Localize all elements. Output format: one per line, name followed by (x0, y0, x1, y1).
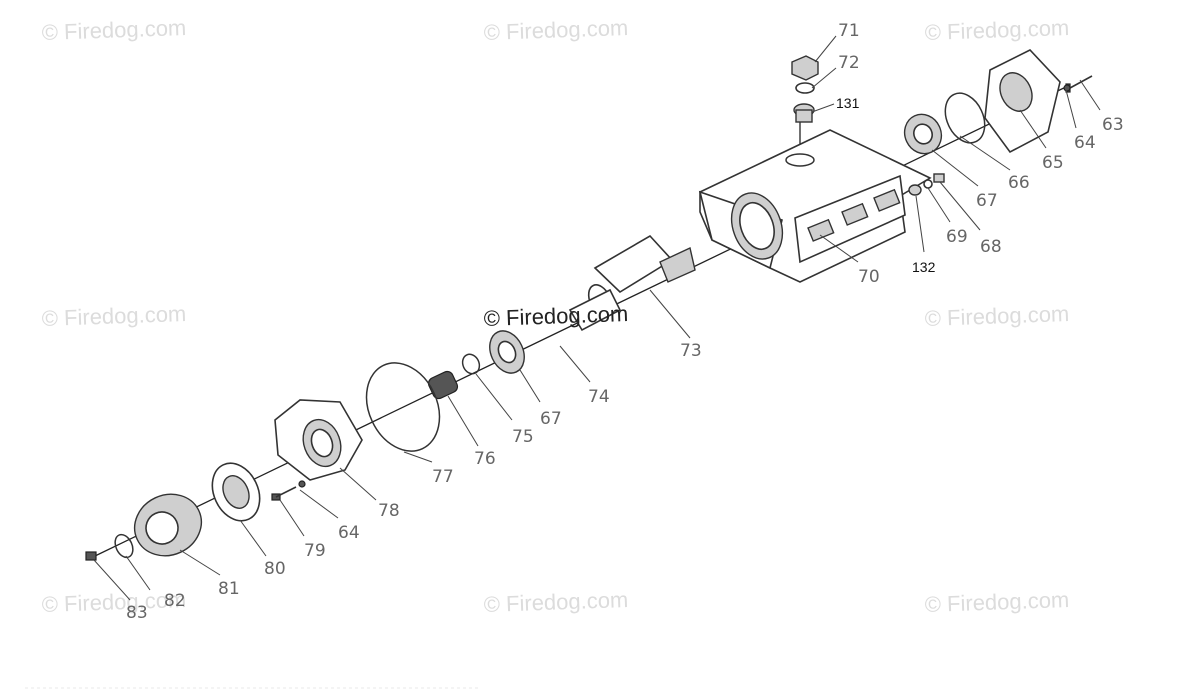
gear-housing (698, 129, 932, 283)
callout-66: 66 (1008, 173, 1030, 193)
callout-63: 63 (1102, 115, 1124, 135)
watermark: © Firedog.com (483, 587, 628, 617)
watermark: © Firedog.com (41, 301, 186, 331)
callout-64: 64 (1074, 133, 1096, 153)
callout-69: 69 (946, 227, 968, 247)
top-plug-parts (791, 55, 819, 123)
callout-83: 83 (126, 603, 148, 623)
callout-numbers: 71 72 131 63 64 65 66 67 68 69 132 70 73… (126, 21, 1124, 623)
right-end-parts (903, 49, 1093, 196)
callout-77: 77 (432, 467, 454, 487)
callout-131: 131 (836, 95, 860, 111)
callout-81: 81 (218, 579, 240, 599)
watermark: © Firedog.com (483, 15, 628, 45)
callout-71: 71 (838, 21, 860, 41)
callout-73: 73 (680, 341, 702, 361)
callout-74: 74 (588, 387, 610, 407)
leader-lines (93, 35, 1101, 601)
watermark: © Firedog.com (41, 15, 186, 45)
watermark: © Firedog.com (924, 15, 1069, 45)
watermark: © Firedog.com (924, 587, 1069, 617)
callout-68: 68 (980, 237, 1002, 257)
callout-70: 70 (858, 267, 880, 287)
callout-132: 132 (912, 259, 936, 275)
watermark-center: © Firedog.com (483, 301, 628, 331)
watermark: © Firedog.com (41, 587, 186, 617)
callout-79: 79 (304, 541, 326, 561)
callout-82: 82 (164, 591, 186, 611)
left-end-parts (85, 330, 525, 561)
callout-67-left: 67 (540, 409, 562, 429)
watermarks: © Firedog.com © Firedog.com © Firedog.co… (41, 15, 1069, 617)
callout-65: 65 (1042, 153, 1064, 173)
callout-67: 67 (976, 191, 998, 211)
callout-64-left: 64 (338, 523, 360, 543)
callout-75: 75 (512, 427, 534, 447)
callout-80: 80 (264, 559, 286, 579)
watermark: © Firedog.com (924, 301, 1069, 331)
callout-76: 76 (474, 449, 496, 469)
callout-78: 78 (378, 501, 400, 521)
shaft-assembly (568, 234, 696, 332)
callout-72: 72 (838, 53, 860, 73)
